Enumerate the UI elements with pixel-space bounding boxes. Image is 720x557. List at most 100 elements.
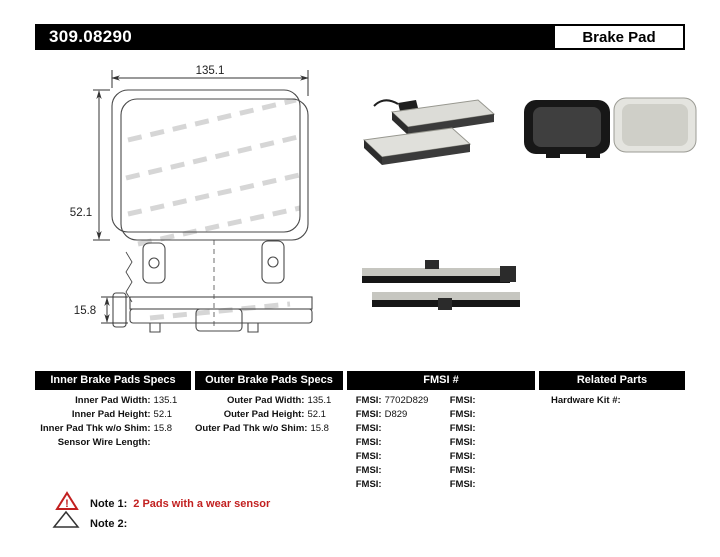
spec-value [479,408,535,421]
inner-specs-table: Inner Brake Pads Specs Inner Pad Width:1… [35,371,191,450]
spec-label: FMSI: [449,423,476,434]
spec-row: Outer Pad Height:52.1 [195,408,343,421]
thickness-dimension-label: 15.8 [74,305,96,317]
outer-specs-table: Outer Brake Pads Specs Outer Pad Width:1… [195,371,343,436]
spec-row: FMSI: [441,408,535,421]
pad-front-view [111,89,309,330]
note-1: Note 1: 2 Pads with a wear sensor [90,497,270,511]
spec-value [385,464,441,477]
spec-label: Inner Pad Thk w/o Shim: [40,423,151,434]
spec-row: Hardware Kit #: [539,394,685,407]
part-number: 309.08290 [49,27,133,46]
warning-triangle-outline-icon [52,510,80,528]
spec-label: Outer Pad Width: [226,395,305,406]
spec-value [624,394,685,407]
spec-row: FMSI: [441,464,535,477]
related-parts-body: Hardware Kit #: [539,390,685,407]
related-parts-header: Related Parts [539,371,685,390]
product-name: Brake Pad [582,28,656,46]
spec-value: 135.1 [307,395,332,406]
related-parts-table: Related Parts Hardware Kit #: [539,371,685,408]
spec-row: FMSI: [441,450,535,463]
spec-value [479,450,535,463]
warning-triangle-icon: ! [55,491,79,510]
product-name-badge: Brake Pad [553,24,685,50]
spec-row: Outer Pad Width:135.1 [195,394,343,407]
spec-value [479,436,535,449]
spec-label: FMSI: [449,451,476,462]
spec-row: FMSI: [347,422,441,435]
fmsi-table: FMSI # FMSI:7702D829 FMSI:D829 FMSI: FMS… [347,371,535,492]
spec-value [154,436,191,449]
pad-photo-flat-pair [524,97,697,158]
spec-label: FMSI: [355,409,382,420]
spec-row: FMSI: [347,436,441,449]
spec-value: 7702D829 [384,395,429,406]
spec-row: FMSI: [441,422,535,435]
spec-label: Sensor Wire Length: [57,437,151,448]
spec-row: Inner Pad Width:135.1 [35,394,191,407]
fmsi-header: FMSI # [347,371,535,390]
spec-row: Outer Pad Thk w/o Shim:15.8 [195,422,343,435]
fmsi-right-column: FMSI: FMSI: FMSI: FMSI: FMSI: FMSI: FMSI… [441,394,535,492]
pad-photo-edge-views [362,260,520,310]
pad-photo-angled-pair [362,99,496,165]
spec-row: FMSI:7702D829 [347,394,441,407]
inner-specs-header: Inner Brake Pads Specs [35,371,191,390]
spec-label: FMSI: [355,479,382,490]
spec-label: FMSI: [449,465,476,476]
spec-value [385,436,441,449]
spec-label: Inner Pad Width: [75,395,151,406]
title-bar: 309.08290 Brake Pad [35,24,685,50]
spec-row: Inner Pad Height:52.1 [35,408,191,421]
height-dimension-label: 52.1 [70,207,92,219]
spec-row: FMSI: [441,394,535,407]
spec-value: 135.1 [153,395,178,406]
spec-label: Outer Pad Thk w/o Shim: [195,423,308,434]
spec-label: FMSI: [355,395,382,406]
note-2: Note 2: [90,517,133,531]
spec-row: FMSI: [347,450,441,463]
spec-value: 15.8 [153,423,173,434]
note-2-label: Note 2: [90,518,128,530]
spec-label: FMSI: [355,465,382,476]
spec-label: FMSI: [449,395,476,406]
width-dimension-label: 135.1 [196,65,225,77]
fmsi-body: FMSI:7702D829 FMSI:D829 FMSI: FMSI: FMSI… [347,390,535,492]
spec-value [385,450,441,463]
spec-value [479,464,535,477]
spec-row: Sensor Wire Length: [35,436,191,449]
dimension-lines [93,70,309,324]
outer-specs-header: Outer Brake Pads Specs [195,371,343,390]
note-1-text: 2 Pads with a wear sensor [133,498,271,510]
spec-label: FMSI: [355,451,382,462]
spec-row: FMSI:D829 [347,408,441,421]
spec-value [479,422,535,435]
watermark-hatch [125,97,305,321]
fmsi-left-column: FMSI:7702D829 FMSI:D829 FMSI: FMSI: FMSI… [347,394,441,492]
spec-value: D829 [384,409,408,420]
spec-value [385,478,441,491]
spec-value [479,478,535,491]
spec-row: FMSI: [441,478,535,491]
pad-side-view [112,292,313,333]
spec-value: 15.8 [310,423,329,434]
spec-label: FMSI: [355,437,382,448]
spec-label: Outer Pad Height: [223,409,305,420]
spec-value: 52.1 [307,409,326,420]
spec-row: Inner Pad Thk w/o Shim:15.8 [35,422,191,435]
warning-glyph: ! [65,498,69,510]
spec-value [385,422,441,435]
spec-label: FMSI: [355,423,382,434]
spec-label: FMSI: [449,479,476,490]
spec-value [479,394,535,407]
inner-specs-body: Inner Pad Width:135.1 Inner Pad Height:5… [35,390,191,449]
spec-label: FMSI: [449,409,476,420]
spec-label: Inner Pad Height: [71,409,151,420]
spec-label: Hardware Kit #: [550,395,621,406]
spec-row: FMSI: [347,464,441,477]
spec-label: FMSI: [449,437,476,448]
note-1-label: Note 1: [90,498,128,510]
outer-specs-body: Outer Pad Width:135.1 Outer Pad Height:5… [195,390,343,435]
